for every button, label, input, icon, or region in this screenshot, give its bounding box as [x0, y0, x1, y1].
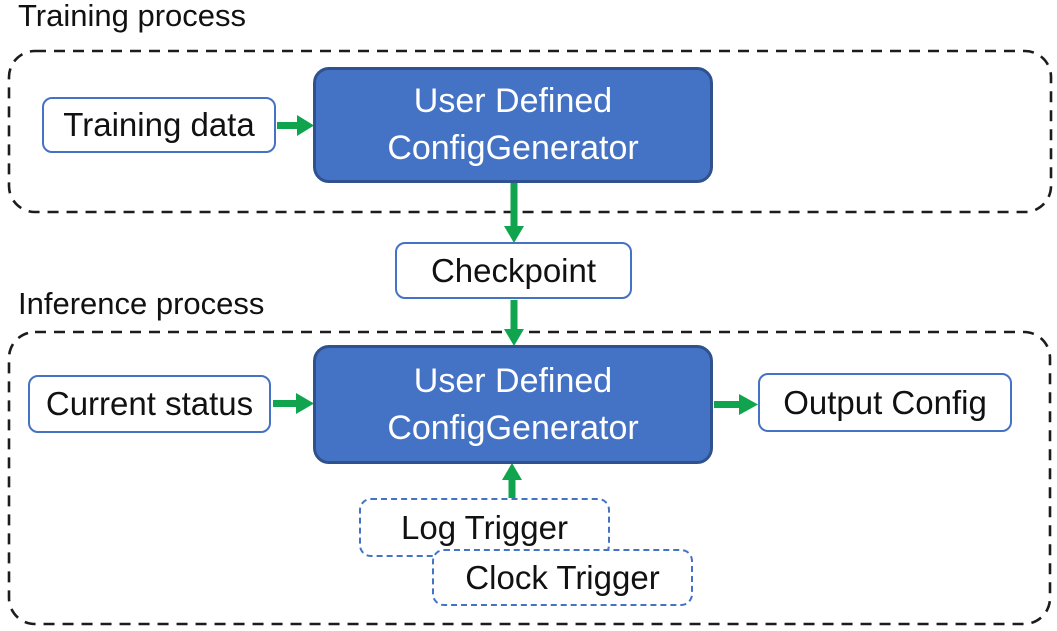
clock-trigger-label: Clock Trigger	[465, 558, 660, 596]
output-config-label: Output Config	[783, 383, 987, 421]
training-data-node: Training data	[42, 97, 276, 153]
inference-process-container	[7, 330, 1052, 626]
training-config-generator-node: User Defined ConfigGenerator	[313, 67, 713, 183]
clock-trigger-node: Clock Trigger	[432, 549, 693, 606]
inference-process-label: Inference process	[18, 286, 265, 321]
training-generator-line1: User Defined	[413, 82, 613, 120]
output-config-node: Output Config	[758, 373, 1012, 432]
checkpoint-label: Checkpoint	[430, 251, 597, 289]
training-process-label: Training process	[18, 0, 247, 33]
arrow-checkpoint-to-generator	[504, 300, 524, 346]
inference-config-generator-node: User Defined ConfigGenerator	[313, 345, 713, 464]
arrow-generator-to-checkpoint	[504, 183, 524, 243]
arrow-log-trigger-to-generator	[502, 463, 522, 498]
training-data-label: Training data	[63, 106, 255, 143]
arrow-generator-to-output-config	[714, 394, 758, 415]
log-trigger-node: Log Trigger	[359, 498, 610, 557]
arrow-training-data-to-generator	[277, 115, 314, 136]
current-status-node: Current status	[28, 375, 271, 433]
log-trigger-label: Log Trigger	[401, 508, 568, 546]
current-status-label: Current status	[45, 385, 254, 422]
training-generator-line2: ConfigGenerator	[387, 129, 639, 167]
inference-generator-line2: ConfigGenerator	[387, 408, 639, 447]
arrow-current-status-to-generator	[273, 393, 314, 414]
training-process-container	[7, 49, 1053, 214]
inference-generator-line1: User Defined	[413, 361, 613, 400]
checkpoint-node: Checkpoint	[395, 242, 632, 299]
